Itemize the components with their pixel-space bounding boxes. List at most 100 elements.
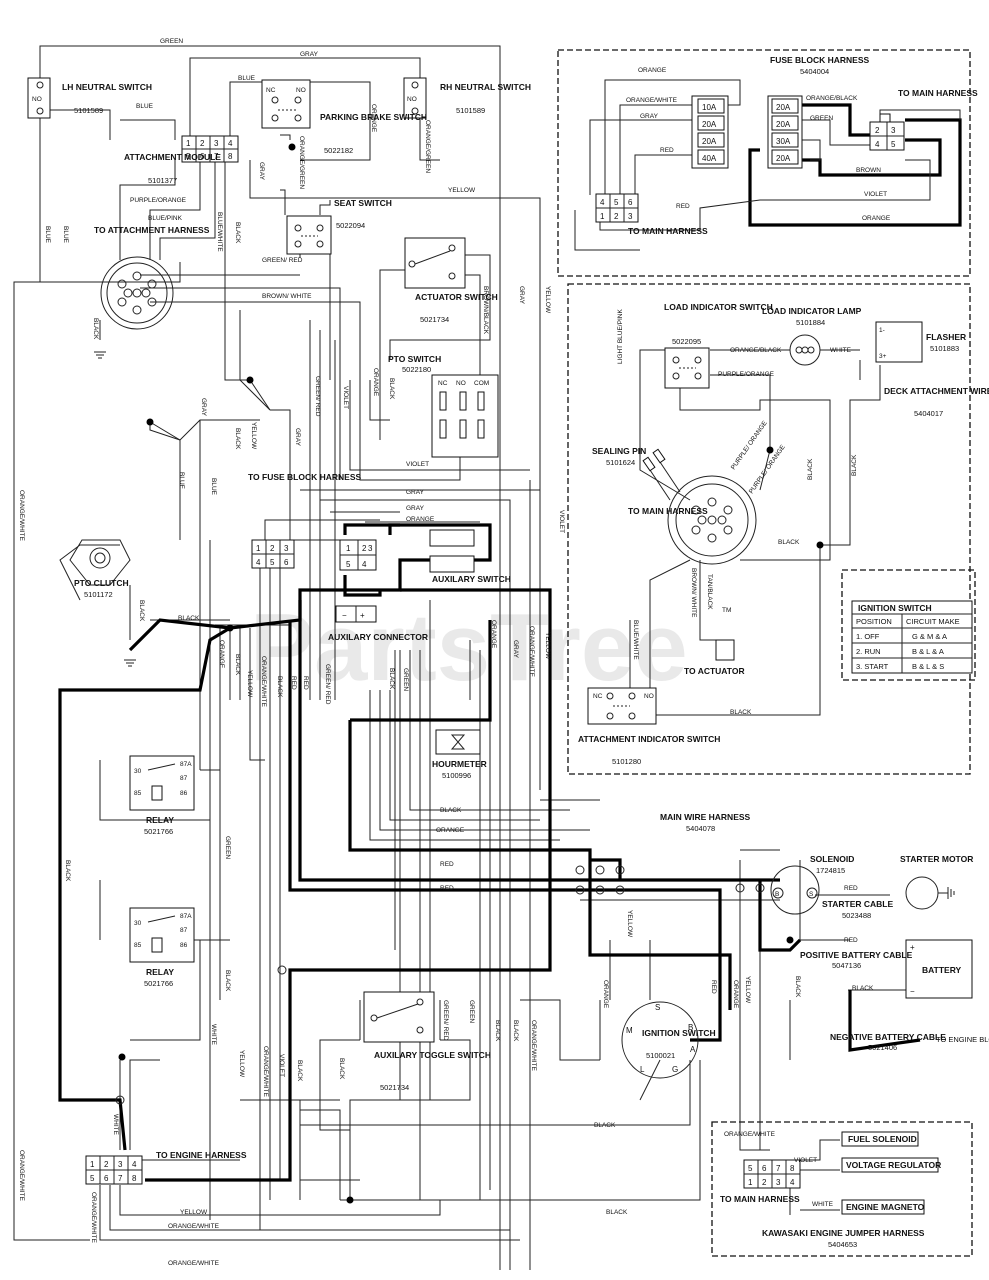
attachment-indicator-part: 5101280 [612,757,641,766]
svg-text:3: 3 [891,126,896,135]
svg-text:2: 2 [200,139,205,148]
ignition-table-box [841,569,976,681]
svg-text:BLACK: BLACK [178,615,200,622]
pto-clutch-name: PTO CLUTCH [74,578,129,588]
relay-1-name: RELAY [146,815,174,825]
svg-text:BLACK: BLACK [807,458,814,480]
fuse-2: 20A [702,120,717,129]
svg-text:BLUE: BLUE [238,75,256,82]
fuse-4: 40A [702,154,717,163]
svg-text:PURPLE/ ORANGE: PURPLE/ ORANGE [730,419,769,471]
fuse2-4: 20A [776,154,791,163]
pto-switch-name: PTO SWITCH [388,354,441,364]
auxilary-toggle-switch: AUXILARY TOGGLE SWITCH 5021734 [363,991,491,1092]
relay-2: 30 87A 87 85 86 RELAY 5021766 [129,907,195,988]
svg-text:87: 87 [180,927,188,934]
svg-text:4: 4 [790,1178,795,1187]
svg-text:WHITE: WHITE [210,1024,217,1046]
svg-text:87A: 87A [180,761,192,768]
ignition-r1-c0: 2. RUN [856,647,881,656]
svg-text:GREEN/ RED: GREEN/ RED [442,1000,449,1041]
svg-text:NC: NC [438,380,448,387]
starter-cable-name: STARTER CABLE [822,899,893,909]
svg-text:8: 8 [228,152,233,161]
svg-text:−: − [910,987,915,996]
svg-text:2: 2 [762,1178,767,1187]
ignition-th-0: POSITION [856,617,892,626]
svg-text:RED: RED [710,980,717,994]
watermark-tm: TM [722,607,731,614]
svg-text:3+: 3+ [879,353,887,360]
to-main-harness-fb-name: TO MAIN HARNESS [628,226,708,236]
to-main-harness-fb2-name: TO MAIN HARNESS [898,88,978,98]
svg-text:BLUE: BLUE [136,103,154,110]
actuator-switch: ACTUATOR SWITCH 5021734 [404,237,498,324]
voltage-regulator-name: VOLTAGE REGULATOR [846,1160,941,1170]
svg-text:6: 6 [628,198,633,207]
svg-text:ORANGE: ORANGE [406,516,435,523]
actuator-switch-name: ACTUATOR SWITCH [415,292,498,302]
svg-text:3: 3 [776,1178,781,1187]
svg-text:3: 3 [368,544,373,553]
solenoid: B S SOLENOID 1724815 [770,854,854,915]
svg-text:1: 1 [346,544,351,553]
svg-text:VIOLET: VIOLET [794,1157,817,1164]
svg-text:+: + [910,943,915,952]
svg-text:B: B [775,891,779,898]
svg-text:RED: RED [660,147,674,154]
svg-text:BLACK: BLACK [234,428,241,450]
svg-text:5: 5 [270,558,275,567]
svg-text:BLACK: BLACK [234,222,241,244]
pto-switch: PTO SWITCH 5022180 NC NO COM [388,354,499,458]
hourmeter-part: 5100996 [442,771,471,780]
svg-text:BLACK: BLACK [92,318,99,340]
svg-text:1: 1 [256,544,261,553]
svg-text:BLUE/WHITE: BLUE/WHITE [632,620,639,660]
ignition-r0-c0: 1. OFF [856,632,880,641]
svg-text:ORANGE: ORANGE [436,827,465,834]
svg-text:ORANGE: ORANGE [862,215,891,222]
ignition-th-1: CIRCUIT MAKE [906,617,960,626]
seat-switch-name: SEAT SWITCH [334,198,392,208]
load-lamp-name: LOAD INDICATOR LAMP [762,306,862,316]
pto-clutch-part: 5101172 [84,590,113,599]
svg-text:COM: COM [474,380,489,387]
deck-harness-part: 5404017 [914,409,943,418]
svg-text:6: 6 [284,558,289,567]
svg-text:GRAY: GRAY [300,51,319,58]
ignition-r0-c1: G & M & A [912,632,947,641]
main-wire-harness-part: 5404078 [686,824,715,833]
svg-text:ORANGE/BLACK: ORANGE/BLACK [806,95,858,102]
svg-text:ORANGE/WHITE: ORANGE/WHITE [18,490,25,542]
svg-text:ORANGE/WHITE: ORANGE/WHITE [18,1150,25,1202]
svg-text:ORANGE/WHITE: ORANGE/WHITE [530,1020,537,1072]
ignition-switch: M S B A L G IGNITION SWITCH 5100021 [621,1001,716,1079]
svg-text:BLUE: BLUE [62,226,69,244]
svg-text:2: 2 [362,544,367,553]
svg-text:BLACK: BLACK [64,860,71,882]
svg-text:PURPLE/ORANGE: PURPLE/ORANGE [718,371,775,378]
actuator-switch-part: 5021734 [420,315,449,324]
svg-text:BLUE/WHITE: BLUE/WHITE [216,212,223,252]
load-lamp-part: 5101884 [796,318,825,327]
svg-text:3: 3 [628,212,633,221]
svg-text:YELLOW: YELLOW [448,187,476,194]
svg-text:5: 5 [614,198,619,207]
parking-brake-name: PARKING BRAKE SWITCH [320,112,427,122]
svg-text:85: 85 [134,790,142,797]
neg-battery-name: NEGATIVE BATTERY CABLE [830,1032,946,1042]
svg-text:5: 5 [346,560,351,569]
load-indicator-switch-name: LOAD INDICATOR SWITCH [664,302,773,312]
svg-text:ORANGE: ORANGE [638,67,667,74]
parking-brake-switch: NC NO PARKING BRAKE SWITCH 5022182 [261,79,427,155]
svg-text:NO: NO [456,380,466,387]
deck-wires [629,349,881,716]
solenoid-name: SOLENOID [810,854,854,864]
svg-text:4: 4 [256,558,261,567]
svg-text:BLACK: BLACK [494,1020,501,1042]
svg-text:6: 6 [200,152,205,161]
svg-text:BLACK: BLACK [388,668,395,690]
